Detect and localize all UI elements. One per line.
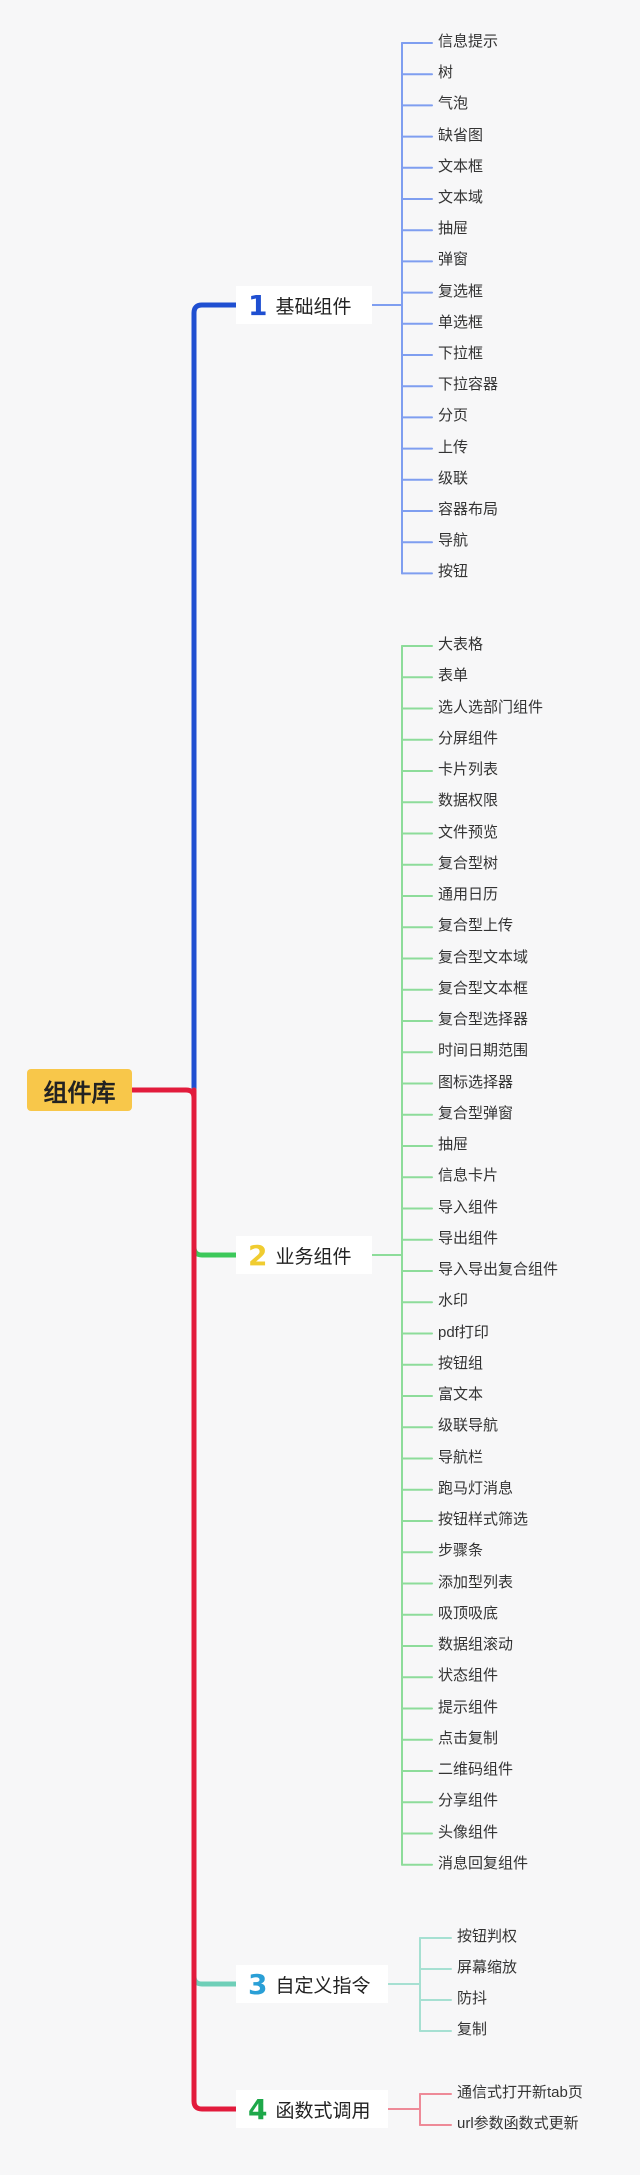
leaf-item[interactable]: 二维码组件	[438, 1761, 514, 1778]
leaf-item[interactable]: pdf打印	[438, 1323, 489, 1341]
leaf-item[interactable]: 信息卡片	[438, 1167, 499, 1185]
leaf-item[interactable]: 抽屉	[438, 220, 469, 238]
leaf-item[interactable]: 气泡	[438, 95, 469, 113]
leaf-item[interactable]: 跑马灯消息	[438, 1479, 514, 1497]
leaf-item[interactable]: 复制	[457, 2021, 488, 2038]
leaf-item[interactable]: 文本框	[438, 157, 484, 175]
leaf-item[interactable]: 数据权限	[438, 792, 499, 810]
leaf-item[interactable]: 通用日历	[438, 886, 499, 903]
leaf-item[interactable]: 复合型选择器	[438, 1011, 529, 1028]
leaf-item[interactable]: 分屏组件	[438, 729, 499, 747]
leaf-item[interactable]: 分页	[438, 407, 469, 425]
leaf-item[interactable]: 复合型文本域	[438, 948, 529, 966]
leaf-item[interactable]: 按钮样式筛选	[438, 1511, 529, 1528]
leaf-item[interactable]: 分享组件	[438, 1792, 499, 1810]
leaf-item[interactable]: 文本域	[438, 189, 484, 206]
leaf-item[interactable]: 级联导航	[438, 1417, 499, 1435]
root-label: 组件库	[43, 1079, 116, 1107]
leaf-item[interactable]: 防抖	[457, 1990, 488, 2007]
leaf-item[interactable]: 按钮	[438, 563, 469, 581]
leaf-item[interactable]: 卡片列表	[438, 761, 499, 778]
leaf-item[interactable]: 文件预览	[438, 823, 499, 841]
leaf-item[interactable]: 表单	[438, 667, 469, 685]
branch-label: 函数式调用	[275, 2100, 371, 2122]
leaf-item[interactable]: 复选框	[438, 282, 484, 300]
leaf-item[interactable]: 导入组件	[438, 1198, 499, 1216]
leaf-item[interactable]: 头像组件	[438, 1823, 499, 1841]
branch-basic-components[interactable]: 1 基础组件	[236, 286, 372, 324]
leaf-item[interactable]: 消息回复组件	[438, 1854, 529, 1872]
leaf-item[interactable]: 步骤条	[438, 1542, 484, 1560]
branch-label: 自定义指令	[275, 1975, 371, 1997]
branch-number: 2	[248, 1238, 268, 1272]
branch-label: 业务组件	[275, 1246, 352, 1268]
leaf-item[interactable]: 屏幕缩放	[457, 1959, 518, 1976]
leaf-item[interactable]: 复合型弹窗	[438, 1104, 514, 1122]
leaf-item[interactable]: 树	[438, 64, 454, 82]
leaf-item[interactable]: 添加型列表	[438, 1573, 514, 1591]
leaf-item[interactable]: 单选框	[438, 313, 484, 331]
leaf-item[interactable]: 通信式打开新tab页	[457, 2084, 583, 2101]
trunk-connector	[191, 302, 239, 1093]
leaf-item[interactable]: 复合型树	[438, 854, 499, 872]
branch-functional-calls[interactable]: 4 函数式调用	[236, 2090, 388, 2128]
leaf-item[interactable]: 导航	[438, 532, 469, 550]
leaf-item[interactable]: 选人选部门组件	[438, 698, 544, 716]
trunk-connector	[191, 1087, 239, 1258]
leaf-item[interactable]: 复合型文本框	[438, 979, 529, 997]
branch-number: 3	[248, 1967, 268, 2001]
leaf-item[interactable]: 导航栏	[438, 1448, 484, 1466]
leaf-item[interactable]: 图标选择器	[438, 1073, 514, 1091]
branch-custom-directives[interactable]: 3 自定义指令	[236, 1965, 388, 2003]
leaf-item[interactable]: 缺省图	[438, 126, 484, 144]
trunk-connector	[191, 1087, 239, 1987]
leaf-item[interactable]: 富文本	[438, 1386, 484, 1403]
leaf-item[interactable]: 导入导出复合组件	[438, 1261, 559, 1278]
leaf-item[interactable]: 状态组件	[438, 1667, 499, 1685]
leaf-item[interactable]: 时间日期范围	[438, 1042, 529, 1060]
leaf-item[interactable]: 下拉框	[438, 345, 484, 362]
leaf-item[interactable]: 水印	[438, 1292, 469, 1310]
leaf-item[interactable]: 数据组滚动	[438, 1636, 514, 1653]
branch-business-components[interactable]: 2 业务组件	[236, 1236, 372, 1274]
leaf-item[interactable]: 信息提示	[438, 33, 499, 50]
leaf-item[interactable]: 级联	[438, 469, 469, 487]
leaf-item[interactable]: 大表格	[438, 636, 484, 653]
root-node[interactable]: 组件库	[27, 1069, 132, 1111]
leaf-item[interactable]: 抽屉	[438, 1136, 469, 1153]
leaf-item[interactable]: 按钮判权	[457, 1928, 518, 1945]
branch-number: 1	[248, 288, 268, 322]
leaf-item[interactable]: 提示组件	[438, 1698, 499, 1716]
leaf-item[interactable]: 复合型上传	[438, 917, 514, 935]
branch-number: 4	[248, 2092, 268, 2126]
trunk-connector	[191, 1087, 239, 2112]
leaf-item[interactable]: 点击复制	[438, 1729, 499, 1747]
leaf-item[interactable]: 上传	[438, 438, 469, 456]
leaf-item[interactable]: 下拉容器	[438, 376, 499, 394]
leaf-item[interactable]: url参数函数式更新	[457, 2115, 579, 2132]
leaf-item[interactable]: 按钮组	[438, 1354, 484, 1372]
branch-label: 基础组件	[275, 296, 352, 318]
leaf-item[interactable]: 导出组件	[438, 1229, 499, 1247]
root-connector	[129, 1087, 197, 1101]
leaf-item[interactable]: 吸顶吸底	[438, 1604, 499, 1622]
leaf-item[interactable]: 容器布局	[438, 501, 499, 518]
leaf-item[interactable]: 弹窗	[438, 251, 469, 269]
